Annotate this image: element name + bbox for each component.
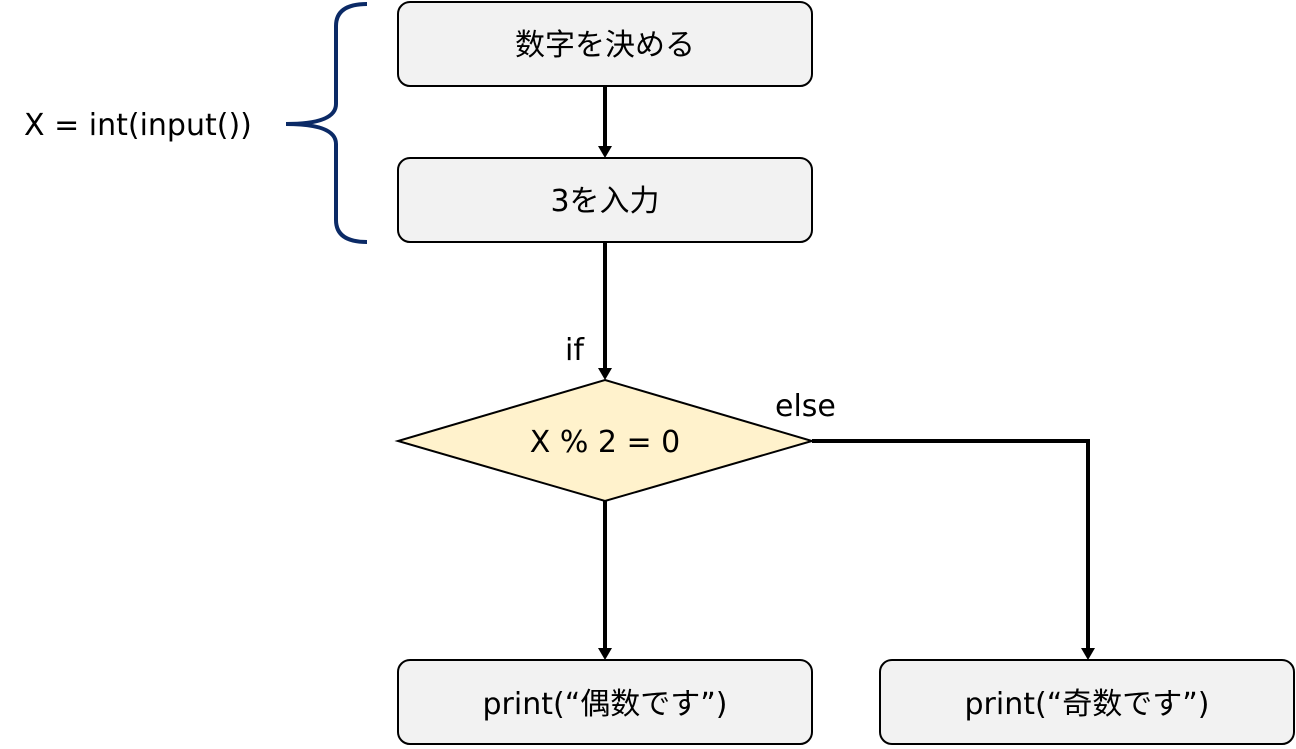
arrowhead xyxy=(1081,648,1095,660)
process-box-label: print(“奇数です”) xyxy=(965,687,1210,722)
decision-diamond: X % 2 = 0 xyxy=(394,378,816,503)
arrowhead xyxy=(598,146,612,158)
process-box-shape xyxy=(397,659,813,745)
process-box-label: print(“偶数です”) xyxy=(483,687,728,722)
edge-label-else: else xyxy=(775,389,836,424)
process-box-shape xyxy=(879,659,1295,745)
code-annotation-text: X = int(input()) xyxy=(24,108,252,143)
arrowhead xyxy=(598,368,612,380)
process-box-decide-number: 数字を決める xyxy=(397,1,813,87)
arrowhead xyxy=(598,648,612,660)
curly-brace xyxy=(285,2,368,244)
arrow-condition-to-odd xyxy=(812,439,1090,650)
process-box-label: 3を入力 xyxy=(550,184,659,219)
edge-label-if: if xyxy=(565,333,585,368)
decision-label: X % 2 = 0 xyxy=(530,425,681,460)
process-box-input: 3を入力 xyxy=(397,157,813,243)
process-box-label: 数字を決める xyxy=(515,28,695,63)
process-box-print-odd: print(“奇数です”) xyxy=(879,659,1295,745)
process-box-print-even: print(“偶数です”) xyxy=(397,659,813,745)
